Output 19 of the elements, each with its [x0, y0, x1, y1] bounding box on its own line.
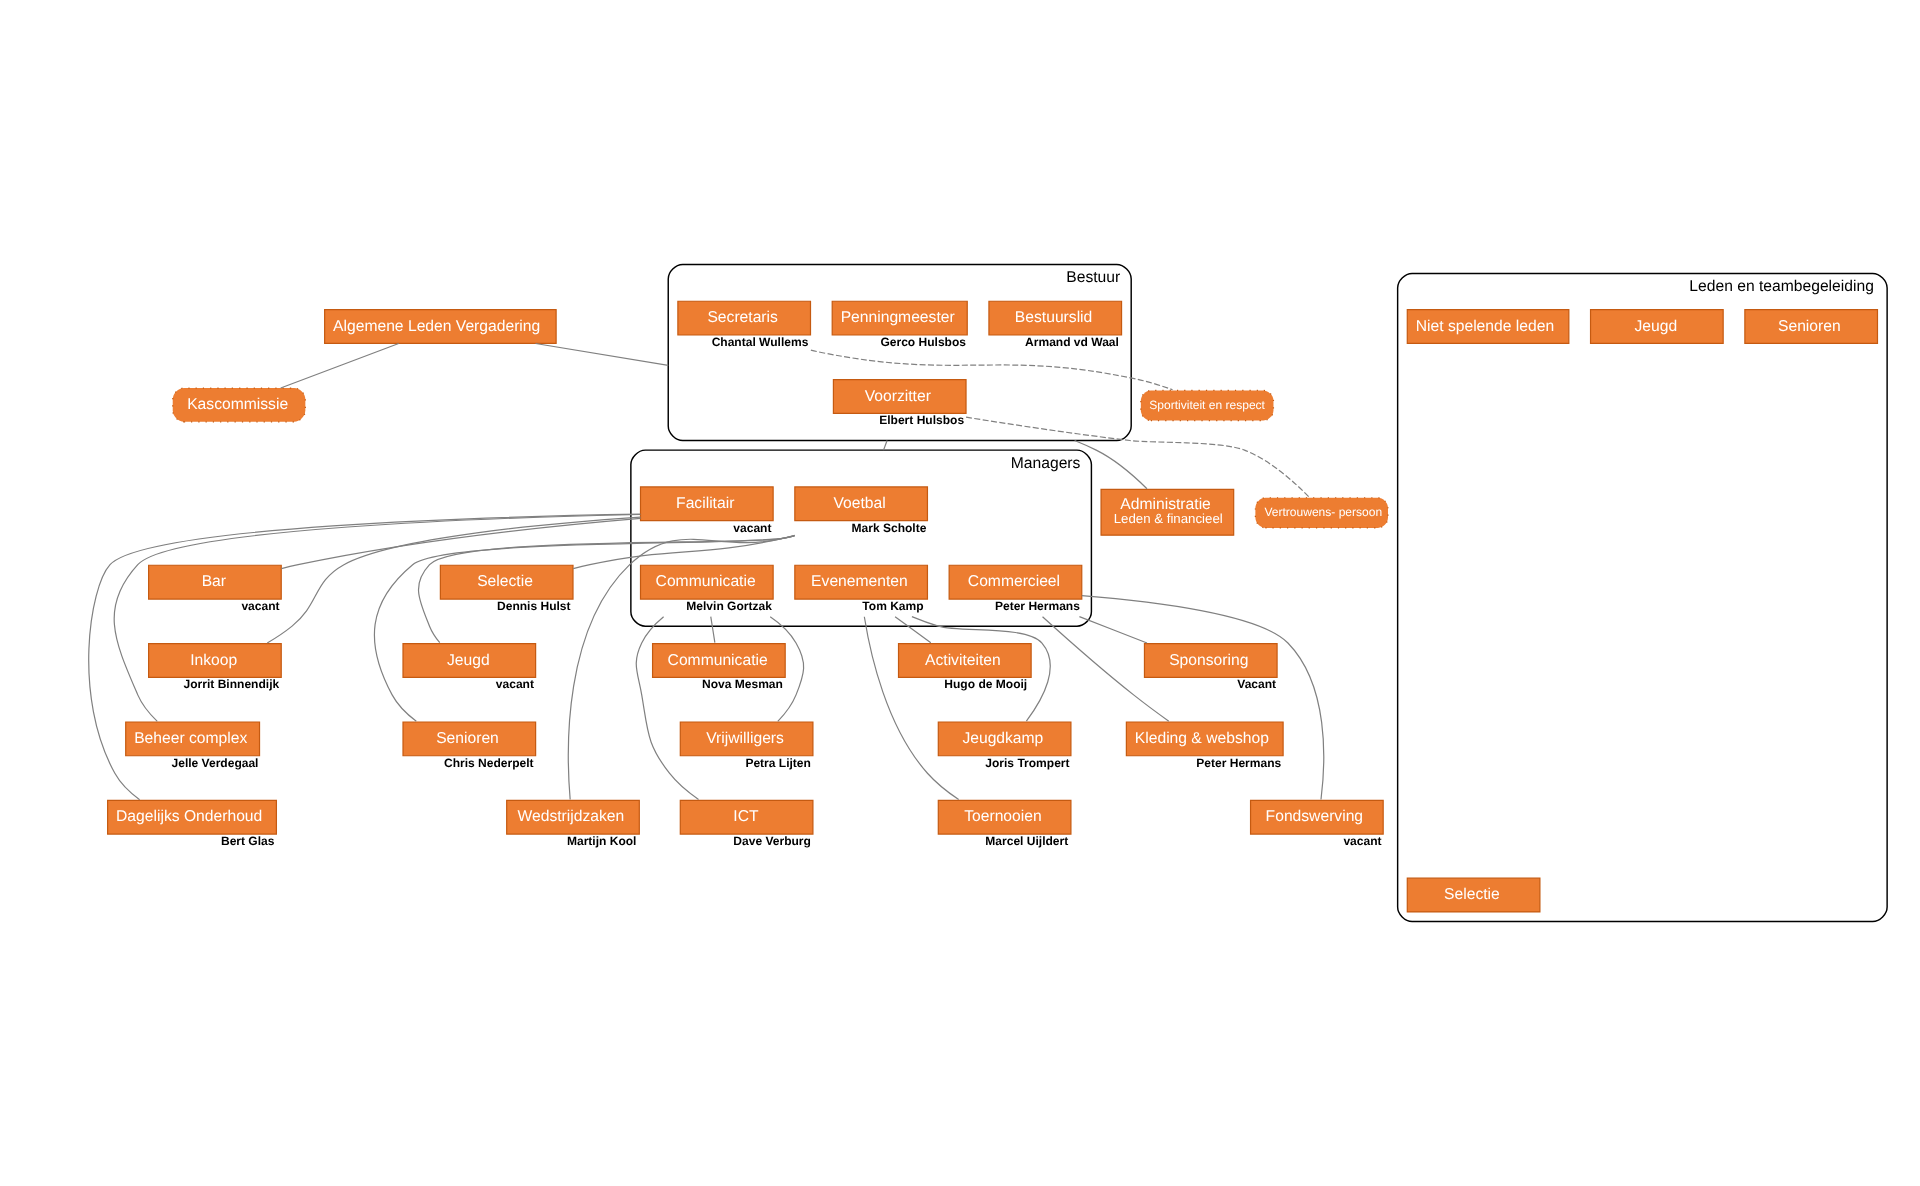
connector: [810, 349, 1174, 391]
connector: [88, 513, 641, 801]
connector: [882, 439, 888, 451]
connector: [894, 616, 932, 644]
connector: [373, 535, 796, 722]
connector: [534, 342, 669, 367]
connector: [280, 517, 642, 570]
connector: [1081, 595, 1325, 801]
connector: [1074, 439, 1148, 490]
connector: [567, 534, 796, 801]
connector: [710, 616, 716, 644]
connector: [863, 616, 960, 801]
connector: [266, 516, 642, 644]
connector: [911, 616, 1051, 722]
connector: [280, 342, 400, 389]
connector: [965, 416, 1310, 498]
connector: [1041, 616, 1170, 722]
connector: [113, 513, 641, 722]
connector: [1078, 616, 1148, 644]
